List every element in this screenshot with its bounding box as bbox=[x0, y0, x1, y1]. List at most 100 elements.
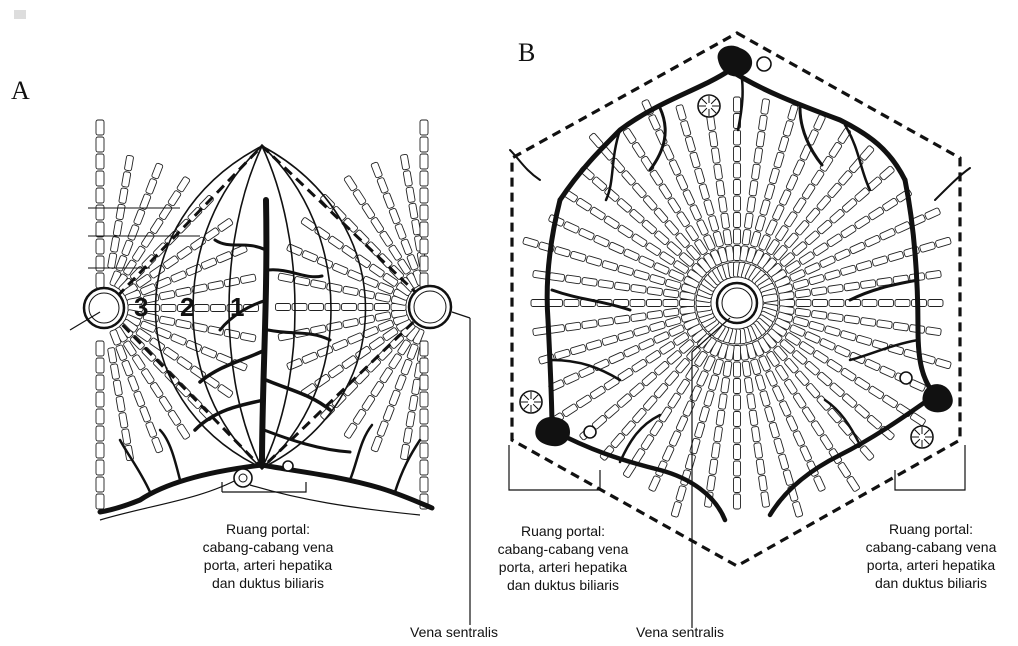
hepatocyte-cell bbox=[570, 344, 586, 355]
hepatocyte-cell bbox=[764, 406, 775, 422]
hepatocyte-cell bbox=[749, 180, 758, 196]
hepatocyte-cell bbox=[562, 403, 578, 417]
hepatocyte-cell bbox=[149, 337, 165, 351]
caption-line: porta, arteri hepatika bbox=[198, 556, 338, 574]
hepatocyte-cell bbox=[383, 405, 395, 422]
hepatocyte-cell bbox=[744, 377, 753, 393]
hepatocyte-cell bbox=[116, 204, 125, 220]
portal-artery-a bbox=[283, 461, 293, 471]
hepatocyte-cell bbox=[879, 366, 896, 379]
hepatocyte-cell bbox=[326, 321, 342, 331]
hepatocyte-cell bbox=[840, 224, 856, 238]
hepatocyte-cell bbox=[302, 250, 319, 262]
hepatocyte-cell bbox=[159, 290, 175, 300]
hepatocyte-cell bbox=[96, 494, 104, 509]
hepatocyte-cell bbox=[420, 188, 428, 203]
hepatocyte-cell bbox=[664, 220, 679, 236]
hepatocyte-cell bbox=[754, 443, 763, 459]
hepatocyte-cell bbox=[793, 197, 807, 213]
hepatocyte-cell bbox=[828, 313, 844, 322]
hepatocyte-cell bbox=[699, 184, 710, 200]
hepatocyte-cell bbox=[633, 270, 649, 281]
hepatocyte-cell bbox=[151, 163, 163, 180]
hepatocyte-cell bbox=[96, 392, 104, 407]
hepatocyte-cell bbox=[721, 213, 730, 229]
hepatocyte-cell bbox=[389, 208, 401, 225]
hepatocyte-cell bbox=[671, 501, 682, 517]
hepatocyte-cell bbox=[685, 136, 696, 152]
hepatocyte-cell bbox=[804, 262, 821, 275]
hepatocyte-cell bbox=[554, 349, 570, 360]
hepatocyte-cell bbox=[676, 378, 690, 394]
hepatocyte-cell bbox=[734, 97, 741, 112]
caption-line: porta, arteri hepatika bbox=[478, 558, 648, 576]
hepatocyte-cell bbox=[653, 207, 668, 223]
hepatocyte-cell bbox=[370, 217, 384, 233]
hepatocyte-cell bbox=[882, 198, 898, 212]
hepatocyte-cell bbox=[375, 304, 390, 311]
hepatocyte-cell bbox=[631, 359, 647, 373]
portal-caption-bracket-b-right bbox=[895, 445, 965, 490]
hepatocyte-cell bbox=[420, 426, 428, 441]
hepatocyte-cell bbox=[406, 411, 415, 427]
hepatocyte-cell bbox=[734, 379, 741, 394]
hepatocyte-cell bbox=[718, 394, 727, 410]
hepatocyte-cell bbox=[834, 249, 851, 262]
hepatocyte-cell bbox=[792, 501, 803, 517]
hepatocyte-cell bbox=[860, 317, 876, 326]
hepatocyte-cell bbox=[862, 300, 877, 307]
panel-a-label: A bbox=[11, 76, 30, 106]
hepatocyte-cell bbox=[641, 434, 655, 450]
hepatocyte-cell bbox=[872, 256, 888, 267]
hepatocyte-cell bbox=[667, 392, 681, 408]
hepatocyte-cell bbox=[935, 358, 951, 369]
portal-vein-blob-right bbox=[922, 384, 952, 412]
hepatocyte-cell bbox=[604, 404, 620, 419]
hepatocyte-cell bbox=[854, 215, 870, 229]
hepatocyte-cell bbox=[894, 221, 911, 234]
hepatocyte-cell bbox=[359, 315, 375, 325]
hepatocyte-cell bbox=[926, 327, 942, 336]
hepatocyte-cell bbox=[879, 228, 896, 241]
hepatocyte-cell bbox=[663, 308, 679, 317]
hepatocyte-cell bbox=[683, 189, 696, 206]
hepatocyte-cell bbox=[565, 322, 581, 331]
hepatocyte-cell bbox=[829, 209, 845, 224]
hepatocyte-cell bbox=[110, 364, 119, 380]
hepatocyte-cell bbox=[342, 304, 357, 311]
hepatocyte-cell bbox=[734, 494, 741, 509]
caption-line: dan duktus biliaris bbox=[846, 574, 1016, 592]
hepatocyte-cell bbox=[145, 421, 157, 438]
hepatocyte-cell bbox=[96, 341, 104, 356]
hepatocyte-cell bbox=[614, 282, 630, 291]
hepatocyte-cell bbox=[618, 330, 634, 341]
hepatocyte-cell bbox=[96, 205, 104, 220]
hepatocyte-cell bbox=[201, 257, 218, 269]
hepatocyte-cell bbox=[403, 428, 412, 444]
hepatocyte-cell bbox=[371, 436, 383, 453]
hepatocyte-cell bbox=[744, 213, 753, 229]
hepatocyte-cell bbox=[176, 176, 190, 192]
portal-caption-bracket-a bbox=[222, 482, 306, 492]
hepatocyte-cell bbox=[379, 231, 393, 247]
hepatocyte-cell bbox=[317, 345, 334, 357]
hepatocyte-cell bbox=[734, 229, 741, 244]
hepatocyte-cell bbox=[608, 352, 625, 365]
hepatocyte-cell bbox=[856, 335, 872, 346]
hepatocyte-cell bbox=[194, 305, 209, 312]
hepatocyte-cell bbox=[420, 154, 428, 169]
hepatocyte-cell bbox=[121, 429, 130, 445]
panel-b-label: B bbox=[518, 38, 535, 68]
central-vein-left bbox=[84, 288, 124, 328]
hepatocyte-cell bbox=[420, 137, 428, 152]
hepatocyte-cell bbox=[159, 204, 173, 220]
hepatocyte-cell bbox=[734, 478, 741, 493]
hepatocyte-cell bbox=[893, 322, 909, 331]
hepatocyte-cell bbox=[708, 215, 719, 231]
central-vein-leader-a bbox=[452, 312, 470, 318]
hepatocyte-cell bbox=[632, 408, 647, 424]
hepatocyte-cell bbox=[163, 255, 179, 269]
hepatocyte-cell bbox=[375, 293, 391, 303]
hepatocyte-cell bbox=[395, 223, 407, 240]
hepatocyte-cell bbox=[772, 385, 785, 402]
